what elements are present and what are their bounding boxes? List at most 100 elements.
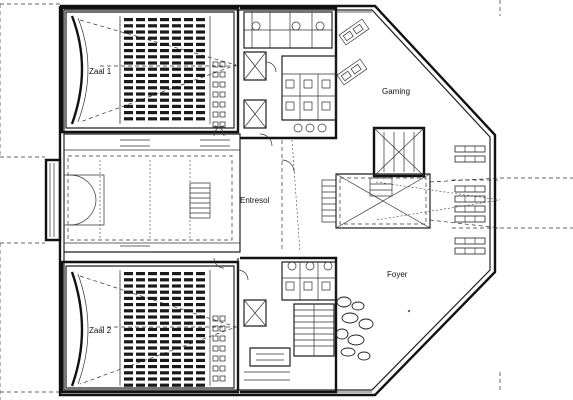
seat-row: [136, 303, 145, 307]
upper-service-block: [240, 6, 338, 140]
seat-row: [196, 117, 205, 121]
seat-row: [196, 334, 205, 338]
seat-box: [219, 375, 226, 382]
seat-row: [148, 36, 157, 40]
seat-row: [136, 117, 145, 121]
seat-box: [212, 81, 219, 88]
seat-row: [196, 352, 205, 356]
seat-row: [172, 61, 181, 65]
bench: [454, 205, 486, 213]
seat-row: [160, 358, 169, 362]
seat-row: [124, 334, 133, 338]
central-stair-core: [321, 126, 501, 229]
seat-row: [184, 358, 193, 362]
seat-row: [136, 377, 145, 381]
seat-row: [184, 284, 193, 288]
seat-row: [172, 352, 181, 356]
seat-row: [196, 55, 205, 59]
seat-row: [136, 49, 145, 53]
seat-row: [124, 358, 133, 362]
seat-row: [172, 303, 181, 307]
seat-box: [212, 101, 219, 108]
seat-row: [148, 104, 157, 108]
seat-row: [172, 80, 181, 84]
doors: [237, 61, 277, 281]
seat-row: [160, 98, 169, 102]
seat-row: [124, 309, 133, 313]
pebble-seat: [347, 334, 365, 346]
foyer-seating-pebbles: [335, 296, 374, 361]
zaal-1-label: Zaal 1: [89, 67, 112, 76]
seat-row: [124, 383, 133, 387]
seat-box: [219, 325, 226, 332]
seat-row: [148, 80, 157, 84]
seat-row: [160, 86, 169, 90]
foyer-label: Foyer: [387, 270, 408, 279]
seat-row: [172, 383, 181, 387]
seat-row: [184, 309, 193, 313]
seat-row: [160, 334, 169, 338]
seat-row: [136, 383, 145, 387]
seat-row: [160, 383, 169, 387]
seat-box: [212, 325, 219, 332]
seat-row: [148, 73, 157, 77]
seat-row: [160, 371, 169, 375]
seat-row: [148, 55, 157, 59]
seat-row: [148, 67, 157, 71]
seat-row: [172, 117, 181, 121]
seat-row: [184, 61, 193, 65]
seat-row: [148, 321, 157, 325]
seat-row: [184, 272, 193, 276]
seat-row: [136, 61, 145, 65]
building-outline: [44, 4, 497, 397]
seat-row: [196, 49, 205, 53]
seat-row: [136, 365, 145, 369]
seat-box: [212, 91, 219, 98]
seat-row: [184, 111, 193, 115]
seat-row: [184, 296, 193, 300]
seating-zaal-2: [124, 272, 226, 387]
seat-row: [148, 296, 157, 300]
seat-row: [172, 296, 181, 300]
seat-row: [148, 340, 157, 344]
seat-row: [160, 18, 169, 22]
seat-box: [219, 121, 226, 128]
seat-row: [172, 272, 181, 276]
seat-row: [172, 377, 181, 381]
seat-row: [148, 272, 157, 276]
seat-row: [148, 92, 157, 96]
seat-row: [160, 352, 169, 356]
seat-row: [124, 49, 133, 53]
seat-row: [184, 346, 193, 350]
seat-row: [148, 371, 157, 375]
seat-row: [136, 309, 145, 313]
seat-row: [196, 67, 205, 71]
seat-row: [196, 327, 205, 331]
entresol-area: Entresol: [64, 125, 270, 269]
seat-row: [184, 98, 193, 102]
seat-row: [172, 309, 181, 313]
seat-row: [136, 327, 145, 331]
seat-row: [148, 42, 157, 46]
seat-row: [184, 92, 193, 96]
seat-row: [136, 67, 145, 71]
seat-row: [148, 290, 157, 294]
seat-box: [212, 121, 219, 128]
bench: [454, 215, 486, 223]
seat-row: [160, 377, 169, 381]
seat-row: [184, 18, 193, 22]
seat-row: [184, 340, 193, 344]
seat-row: [124, 377, 133, 381]
seat-box: [212, 375, 219, 382]
seat-row: [172, 55, 181, 59]
seat-row: [160, 67, 169, 71]
seat-box: [219, 91, 226, 98]
seat-row: [136, 284, 145, 288]
seat-row: [196, 365, 205, 369]
seat-row: [148, 18, 157, 22]
seat-row: [136, 104, 145, 108]
seat-row: [196, 80, 205, 84]
seat-row: [160, 272, 169, 276]
pebble-seat: [335, 328, 349, 340]
seat-row: [124, 67, 133, 71]
